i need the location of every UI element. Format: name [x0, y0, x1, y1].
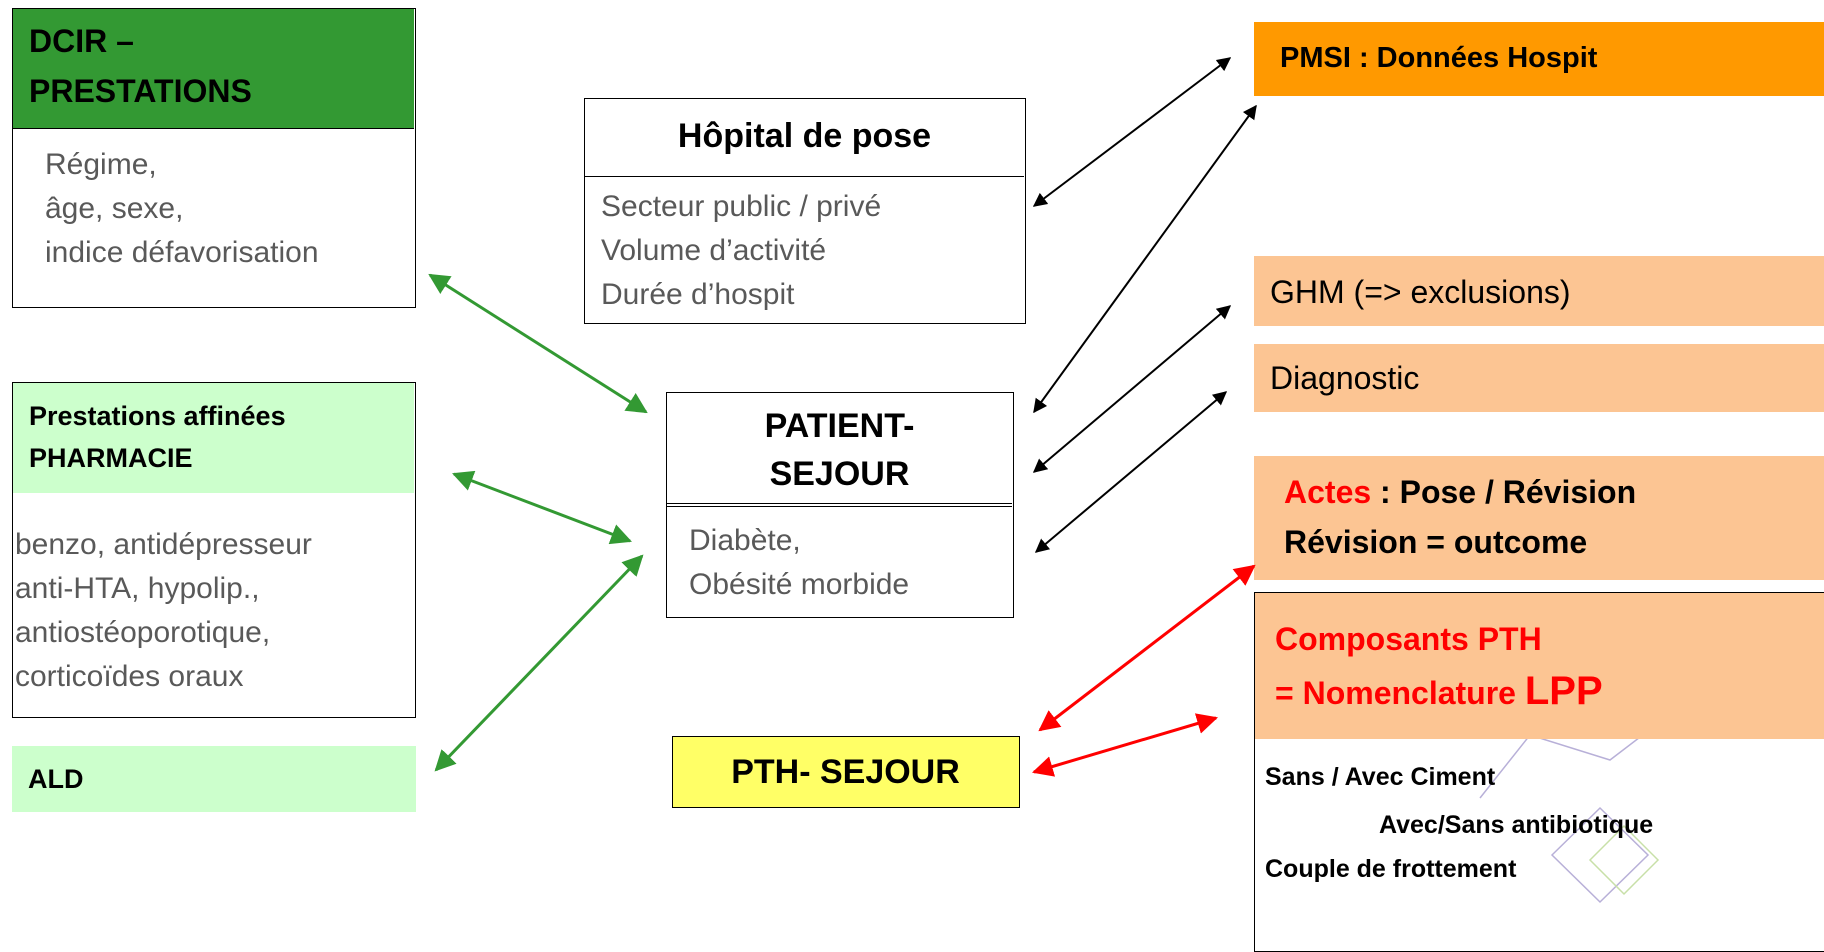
composants-lpp: LPP	[1524, 669, 1603, 713]
pth-sejour-box: PTH- SEJOUR	[672, 736, 1020, 808]
pmsi-box: PMSI : Données Hospit	[1254, 22, 1824, 96]
hopital-item: Volume d’activité	[601, 234, 827, 267]
pharmacie-item: antiostéoporotique,	[15, 616, 271, 649]
actes-rest: : Pose / Révision	[1371, 474, 1637, 510]
hopital-item: Secteur public / privé	[601, 190, 882, 223]
ald-label: ALD	[28, 764, 84, 794]
patient-header: PATIENT- SEJOUR	[667, 393, 1012, 507]
arrow-pth-composants	[1031, 713, 1219, 777]
actes-line2: Révision = outcome	[1284, 524, 1588, 560]
actes-line1: Actes : Pose / Révision	[1284, 474, 1636, 511]
arrow-patient-diagnostic	[1034, 391, 1228, 553]
arrow-patient-ghm	[1032, 305, 1232, 473]
dcir-item: Régime,	[45, 148, 157, 181]
dcir-header: DCIR – PRESTATIONS	[13, 9, 414, 129]
pmsi-label: PMSI : Données Hospit	[1280, 42, 1598, 74]
patient-box: PATIENT- SEJOUR Diabète, Obésité morbide	[666, 392, 1014, 618]
pharmacie-box: Prestations affinées PHARMACIE benzo, an…	[12, 382, 416, 718]
pharmacie-item: benzo, antidépresseur	[15, 528, 312, 561]
dcir-item: indice défavorisation	[45, 236, 319, 269]
diagnostic-box: Diagnostic	[1254, 344, 1824, 412]
ald-box: ALD	[12, 746, 416, 812]
dcir-item: âge, sexe,	[45, 192, 184, 225]
patient-item: Diabète,	[689, 524, 801, 557]
diagnostic-label: Diagnostic	[1270, 360, 1420, 396]
hopital-box: Hôpital de pose Secteur public / privé V…	[584, 98, 1026, 324]
composants-detail: Sans / Avec Ciment	[1265, 763, 1496, 791]
composants-detail: Avec/Sans antibiotique	[1379, 811, 1654, 839]
pth-sejour-label: PTH- SEJOUR	[731, 753, 960, 791]
composants-line2: = Nomenclature LPP	[1275, 669, 1603, 714]
pharmacie-title-line1: Prestations affinées	[29, 401, 286, 431]
patient-title-line1: PATIENT-	[764, 407, 915, 445]
pharmacie-item: anti-HTA, hypolip.,	[15, 572, 260, 605]
pharmacie-item: corticoïdes oraux	[15, 660, 244, 693]
arrow-dcir-patient	[428, 273, 648, 414]
hopital-title: Hôpital de pose	[677, 117, 932, 155]
composants-box: Composants PTH = Nomenclature LPP Sans /…	[1254, 592, 1824, 952]
arrow-pharmacie-patient	[452, 470, 632, 545]
ghm-box: GHM (=> exclusions)	[1254, 256, 1824, 326]
arrow-ald-patient	[434, 554, 644, 772]
dcir-title-line1: DCIR –	[29, 23, 134, 59]
patient-title-line2: SEJOUR	[769, 455, 910, 493]
arrow-patient-pmsi	[1033, 104, 1257, 414]
actes-red-word: Actes	[1284, 474, 1372, 510]
composants-header: Composants PTH = Nomenclature LPP	[1255, 593, 1824, 739]
arrow-pth-actes	[1038, 564, 1256, 732]
patient-item: Obésité morbide	[689, 568, 910, 601]
pharmacie-header: Prestations affinées PHARMACIE	[13, 383, 414, 493]
dcir-title-line2: PRESTATIONS	[29, 73, 252, 109]
dcir-box: DCIR – PRESTATIONS Régime, âge, sexe, in…	[12, 8, 416, 308]
ghm-label: GHM (=> exclusions)	[1270, 274, 1571, 310]
composants-line1: Composants PTH	[1275, 621, 1542, 657]
hopital-header: Hôpital de pose	[585, 99, 1024, 177]
actes-box: Actes : Pose / Révision Révision = outco…	[1254, 456, 1824, 580]
pharmacie-title-line2: PHARMACIE	[29, 443, 193, 473]
composants-detail: Couple de frottement	[1265, 855, 1517, 883]
composants-line2-prefix: = Nomenclature	[1275, 675, 1525, 711]
